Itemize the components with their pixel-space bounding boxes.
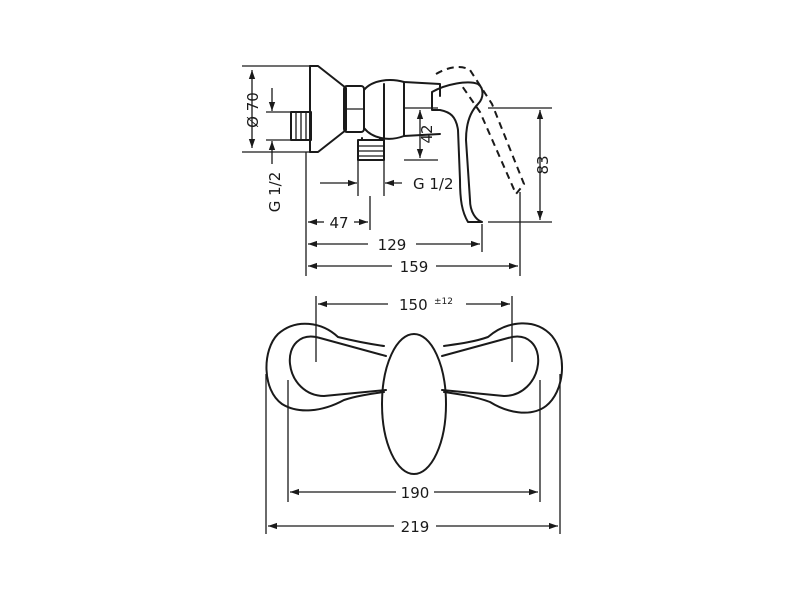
label-47: 47 xyxy=(329,214,348,232)
side-hex-nut xyxy=(343,85,365,133)
label-150-tolerance: ±12 xyxy=(434,297,453,307)
label-190: 190 xyxy=(401,484,430,502)
dim-219: 219 xyxy=(265,374,561,536)
dim-150: 150 ±12 xyxy=(315,296,513,362)
dim-159: 159 xyxy=(308,192,521,276)
label-219: 219 xyxy=(401,518,430,536)
side-outlet-thread xyxy=(357,137,385,161)
label-159: 159 xyxy=(400,258,429,276)
side-lever-open xyxy=(435,66,526,196)
front-outer-outline xyxy=(265,322,563,414)
dim-42: 42 xyxy=(404,107,438,161)
label-42: 42 xyxy=(418,124,436,143)
label-outlet-thread: G 1/2 xyxy=(413,175,454,193)
side-wall-thread xyxy=(290,111,312,141)
label-diameter: Ø 70 xyxy=(244,92,262,128)
front-view: 150 ±12 190 219 xyxy=(265,296,563,536)
label-150: 150 xyxy=(399,296,428,314)
label-83: 83 xyxy=(534,155,552,174)
dim-47: 47 xyxy=(305,152,371,276)
dim-129: 129 xyxy=(308,224,483,254)
dim-190: 190 xyxy=(287,380,541,502)
dim-outlet-thread: G 1/2 xyxy=(320,160,454,196)
side-view: Ø 70 G 1/2 42 83 xyxy=(242,65,552,276)
label-129: 129 xyxy=(378,236,407,254)
dim-wall-thread: G 1/2 xyxy=(266,88,292,212)
side-lever xyxy=(431,81,484,223)
front-lever xyxy=(381,333,447,475)
side-escutcheon xyxy=(309,65,347,153)
front-inner-loop-right xyxy=(441,335,540,397)
front-inner-loop-left xyxy=(288,335,387,397)
dim-diameter-70: Ø 70 xyxy=(242,65,312,153)
label-wall-thread: G 1/2 xyxy=(266,172,284,213)
